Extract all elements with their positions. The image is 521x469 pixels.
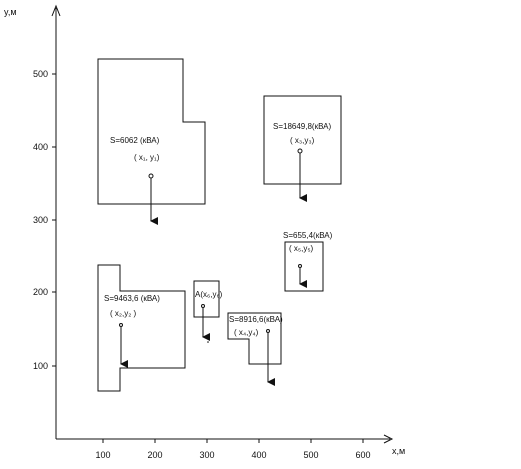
y-tick-label: 400 <box>33 142 48 152</box>
building-5-outline <box>284 241 324 292</box>
y-tick-label: 300 <box>33 215 48 225</box>
building-4-outline <box>227 312 282 365</box>
building-5-load-centre <box>298 264 302 268</box>
y-ticks: 100 200 300 400 500 <box>33 69 56 371</box>
building-3-outline <box>263 95 342 185</box>
y-axis-arrow-icon <box>51 4 61 17</box>
x-tick-label: 100 <box>95 450 110 460</box>
y-tick-label: 200 <box>33 287 48 297</box>
x-ticks: 100 200 300 400 500 600 <box>95 439 371 460</box>
building-4-coords-label: ( x₄,y₄) <box>234 328 259 337</box>
y-axis-title: y,м <box>4 7 17 17</box>
building-5-power-label: S=655,4(кВА) <box>283 231 333 240</box>
point-a-label: A(x₆,y₆) <box>195 290 223 299</box>
building-3-power-label: S=18649,8(кВА) <box>273 122 331 131</box>
building-2-power-label: S=9463,6 (кВА) <box>104 294 160 303</box>
point-a: A(x₆,y₆) <box>193 280 223 343</box>
point-a-marker <box>201 304 205 308</box>
building-1-outline <box>97 58 206 205</box>
x-tick-label: 300 <box>199 450 214 460</box>
building-1-coords-label: ( x₁, y₁) <box>134 153 160 162</box>
x-tick-label: 600 <box>355 450 370 460</box>
building-4: S=8916,6(кВА) ( x₄,y₄) <box>227 312 283 386</box>
x-tick-label: 400 <box>251 450 266 460</box>
building-3: S=18649,8(кВА) ( x₃,y₃) <box>263 95 342 202</box>
x-tick-label: 200 <box>147 450 162 460</box>
building-3-load-centre <box>297 148 303 154</box>
x-axis-title: x,м <box>392 446 405 456</box>
building-2-load-centre <box>119 323 123 327</box>
building-3-coords-label: ( x₃,y₃) <box>290 136 315 145</box>
building-1-load-centre <box>148 173 154 179</box>
axes: y,м x,м 100 200 300 400 500 600 100 200 <box>4 4 405 460</box>
point-a-outline <box>193 280 220 318</box>
x-axis-arrow-icon <box>383 434 394 444</box>
y-tick-label: 500 <box>33 69 48 79</box>
building-2-outline <box>97 264 186 392</box>
building-2-coords-label: ( x₂,y₂ ) <box>110 309 137 318</box>
point-a-dot <box>207 341 209 343</box>
building-2: S=9463,6 (кВА) ( x₂,y₂ ) <box>97 264 186 392</box>
building-5-coords-label: ( x₅,y₅) <box>289 244 314 253</box>
building-1-power-label: S=6062 (кВА) <box>110 136 160 145</box>
building-4-power-label: S=8916,6(кВА) <box>229 315 283 324</box>
building-5: S=655,4(кВА) ( x₅,y₅) <box>283 231 333 292</box>
building-4-load-centre <box>266 329 270 333</box>
y-tick-label: 100 <box>33 361 48 371</box>
x-tick-label: 500 <box>303 450 318 460</box>
building-1: S=6062 (кВА) ( x₁, y₁) <box>97 58 206 225</box>
